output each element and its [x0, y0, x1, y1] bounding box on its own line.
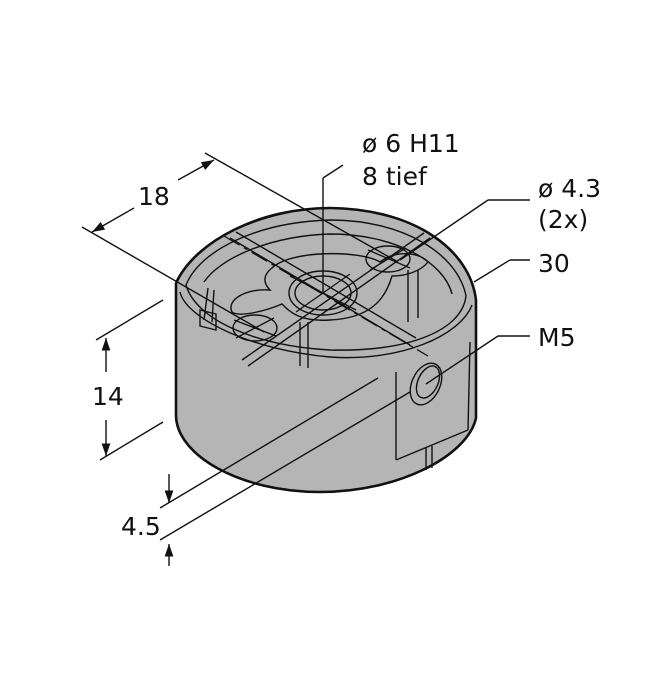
- dimension-lines: [81, 152, 530, 566]
- part-body: [174, 206, 478, 494]
- diameter-label: 30: [538, 249, 570, 278]
- mount-hole-count-label: (2x): [538, 205, 588, 234]
- mount-hole-diameter-label: ø 4.3: [538, 174, 601, 203]
- hole-spacing-label: 18: [138, 182, 170, 211]
- center-bore-label: ø 6 H11: [362, 129, 460, 158]
- thread-offset-label: 4.5: [121, 512, 161, 541]
- height-label: 14: [92, 382, 124, 411]
- center-bore-depth-label: 8 tief: [362, 162, 428, 191]
- thread-label: M5: [538, 323, 575, 352]
